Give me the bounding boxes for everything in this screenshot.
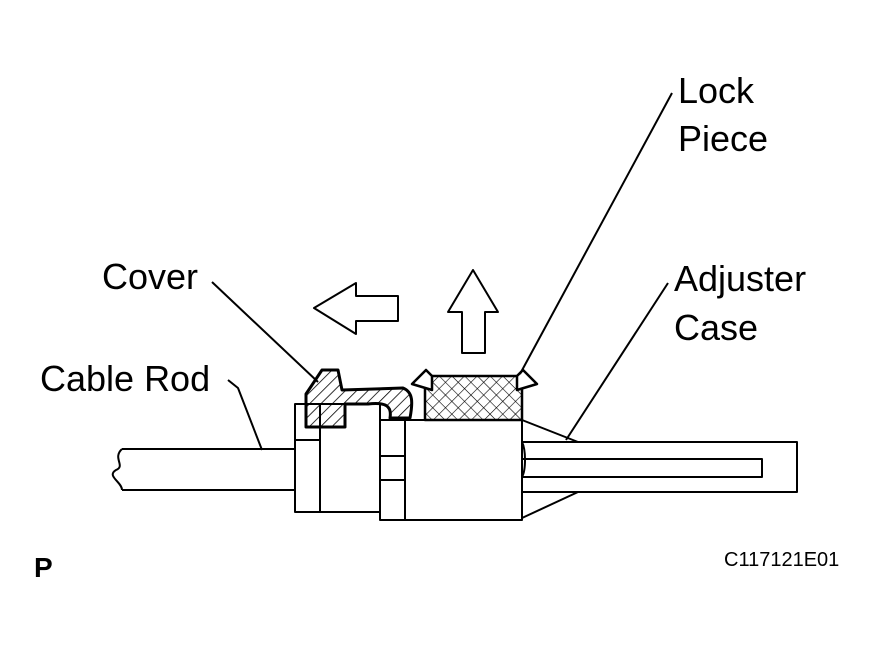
arrow-up-icon: [447, 269, 499, 354]
cover-shape: [304, 368, 414, 429]
label-piece: Piece: [678, 118, 769, 159]
view-mark: P: [34, 552, 53, 583]
label-case: Case: [674, 307, 759, 348]
adjuster-case-shape: [521, 419, 798, 519]
adjuster-main-block: [379, 419, 523, 521]
label-lock: Lock: [678, 70, 755, 111]
leader-lock-piece: [519, 92, 673, 375]
lock-piece-shape: [410, 368, 539, 422]
cable-rod-shape: [111, 448, 295, 491]
leader-cable-rod: [227, 379, 263, 451]
arrow-left-icon: [313, 282, 399, 335]
label-adjuster: Adjuster: [674, 258, 807, 299]
label-cover: Cover: [102, 256, 199, 297]
leader-adjuster-case: [565, 282, 669, 441]
figure-code: C117121E01: [724, 549, 840, 571]
label-cable-rod: Cable Rod: [40, 358, 211, 399]
leader-cover: [211, 281, 319, 383]
